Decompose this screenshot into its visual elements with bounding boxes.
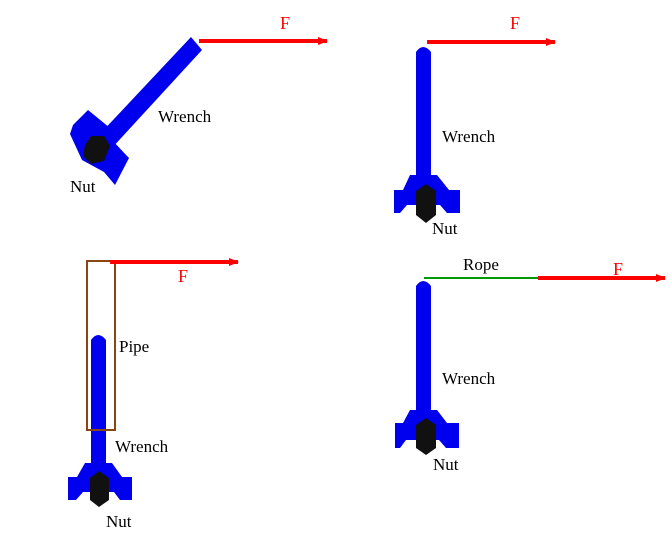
wrench-handle — [416, 281, 431, 410]
panel-pipe-extension: F Pipe Wrench Nut — [68, 258, 239, 531]
force-label: F — [510, 13, 520, 33]
force-label: F — [178, 266, 188, 286]
wrench-handle — [416, 47, 431, 175]
panel-vertical-wrench: F Wrench Nut — [394, 13, 556, 238]
panel-rope-pull: Rope F Wrench Nut — [395, 255, 666, 474]
nut-label: Nut — [106, 512, 132, 531]
wrench-label: Wrench — [442, 127, 496, 146]
wrench-label: Wrench — [158, 107, 212, 126]
nut-hexagon — [83, 136, 110, 164]
nut-label: Nut — [433, 455, 459, 474]
pipe-outline — [86, 260, 116, 431]
pipe-label: Pipe — [119, 337, 149, 356]
wrench-label: Wrench — [442, 369, 496, 388]
force-label: F — [280, 13, 290, 33]
force-label: F — [613, 259, 623, 279]
nut-hexagon — [416, 418, 436, 455]
wrench-label: Wrench — [115, 437, 169, 456]
wrench-handle — [98, 37, 202, 149]
nut-label: Nut — [70, 177, 96, 196]
panel-angled-wrench: F Wrench Nut — [70, 13, 328, 196]
nut-hexagon — [90, 471, 109, 507]
nut-hexagon — [416, 184, 436, 223]
wrench-handle — [91, 335, 106, 463]
nut-label: Nut — [432, 219, 458, 238]
rope-label: Rope — [463, 255, 499, 274]
